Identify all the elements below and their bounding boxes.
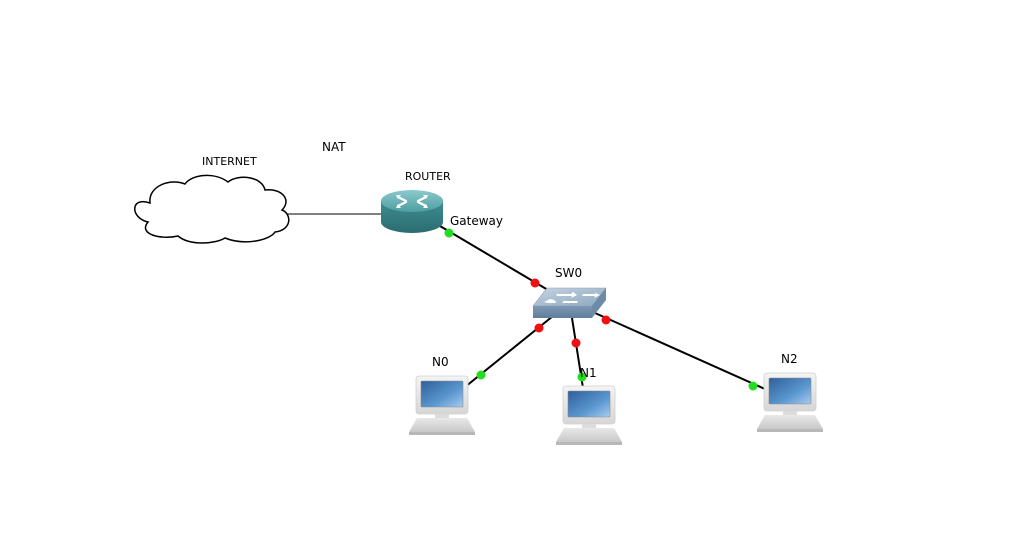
node-label-sw0[interactable]: SW0 <box>555 266 583 280</box>
port-sw0-n2-down <box>601 315 611 325</box>
port-status-markers <box>444 228 758 391</box>
links <box>285 213 766 390</box>
node-label-n0[interactable]: N0 <box>432 355 449 369</box>
node-label-n2[interactable]: N2 <box>781 352 798 366</box>
internet-cloud-icon[interactable] <box>134 174 290 244</box>
port-n0-sw0-up <box>476 370 486 380</box>
port-sw0-n1-down <box>571 338 581 348</box>
link-sw0-n2[interactable] <box>594 312 766 390</box>
switch-icon[interactable] <box>532 287 607 318</box>
node-label-n1[interactable]: N1 <box>580 366 597 380</box>
port-sw0-router-down <box>530 278 540 288</box>
port-label-gateway: Gateway <box>450 214 504 228</box>
port-n1-sw0-up <box>577 372 587 382</box>
link-router-sw0[interactable] <box>439 225 549 291</box>
router-icon[interactable] <box>381 190 443 233</box>
host-n2-icon[interactable] <box>756 372 824 433</box>
node-label-router[interactable]: ROUTER <box>405 170 451 183</box>
annotation-nat: NAT <box>322 140 346 154</box>
node-label-internet[interactable]: INTERNET <box>202 155 257 168</box>
host-n0-icon[interactable] <box>408 375 476 436</box>
port-router-sw0-up <box>444 228 454 238</box>
port-sw0-n0-down <box>534 323 544 333</box>
port-n2-sw0-up <box>748 381 758 391</box>
host-n1-icon[interactable] <box>555 385 623 446</box>
